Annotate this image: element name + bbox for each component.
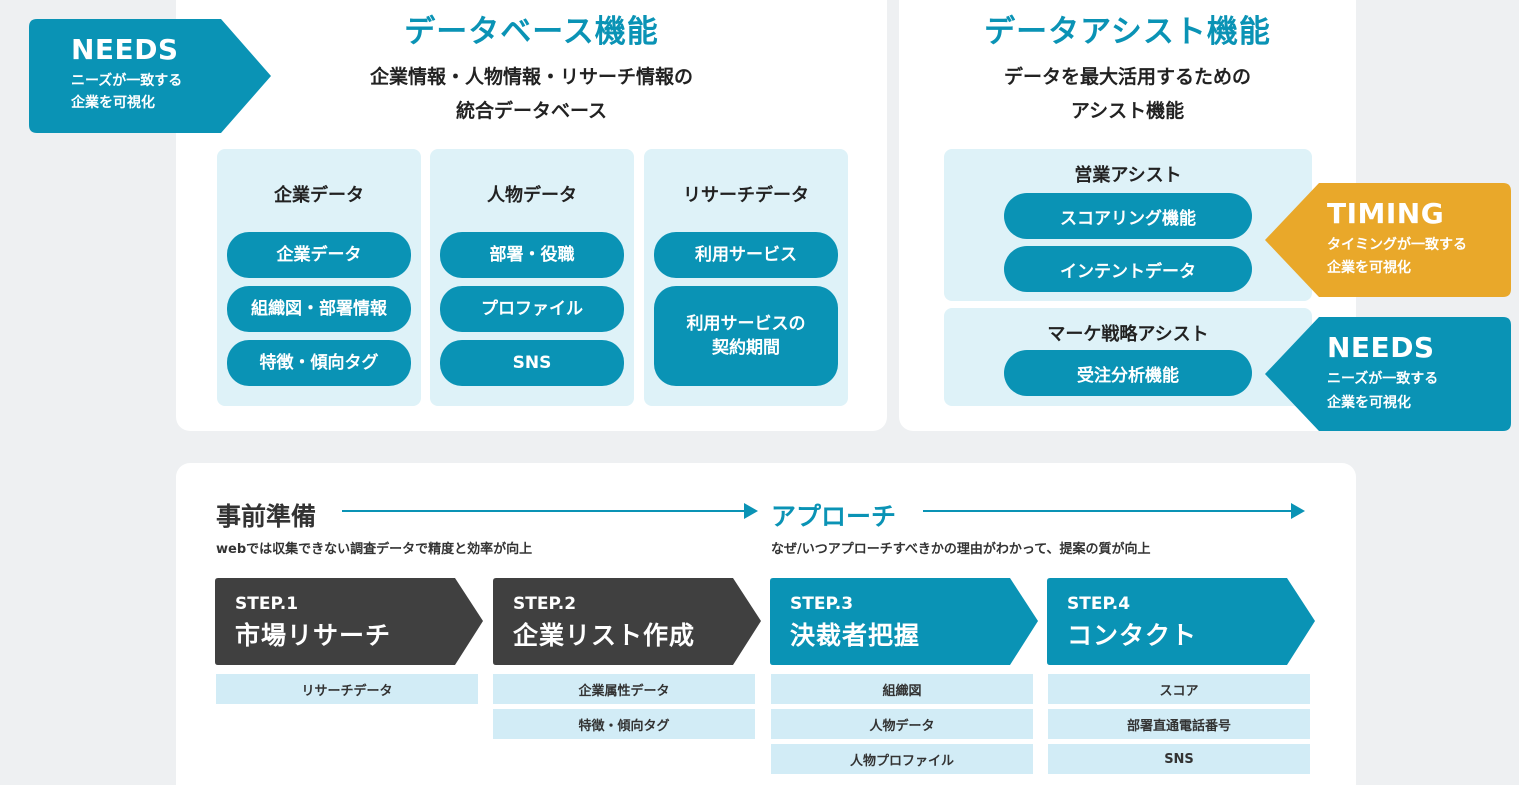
needs-tag-shape xyxy=(29,19,271,133)
assist-subtitle-1: データを最大活用するための xyxy=(1003,66,1251,88)
pill-services-used: 利用サービス xyxy=(654,232,838,278)
step-1-shape xyxy=(215,578,483,665)
column-title: 人物データ xyxy=(487,185,577,206)
prep-title: 事前準備 xyxy=(216,502,317,531)
column-company-data: 企業データ 企業データ 組織図・部署情報 特徴・傾向タグ xyxy=(217,149,421,406)
pill-line: 利用サービスの xyxy=(686,314,806,334)
needs-label: NEEDS xyxy=(1327,331,1435,364)
pill-scoring: スコアリング機能 xyxy=(1004,193,1252,239)
step-2-shape xyxy=(493,578,761,665)
step-2-item: 特徴・傾向タグ xyxy=(493,709,755,739)
pill-line: 契約期間 xyxy=(712,338,780,358)
database-panel: データベース機能 企業情報・人物情報・リサーチ情報の 統合データベース 企業デー… xyxy=(176,0,887,431)
step-3-item: 組織図 xyxy=(771,674,1033,704)
step-2-item: 企業属性データ xyxy=(493,674,755,704)
approach-description: なぜ/いつアプローチすべきかの理由がわかって、提案の質が向上 xyxy=(771,542,1151,557)
column-research-data: リサーチデータ 利用サービス 利用サービスの 契約期間 xyxy=(644,149,848,406)
pill-profile: プロファイル xyxy=(440,286,624,332)
marketing-assist-box: マーケ戦略アシスト 受注分析機能 xyxy=(944,308,1312,406)
step-4-item: 部署直通電話番号 xyxy=(1048,709,1310,739)
database-title: データベース機能 xyxy=(404,14,659,50)
needs-line-1: ニーズが一致する xyxy=(1327,371,1439,387)
step-1-name: 市場リサーチ xyxy=(235,621,392,650)
pill-contract-period: 利用サービスの 契約期間 xyxy=(654,286,838,386)
step-2: STEP.2 企業リスト作成 xyxy=(493,578,761,665)
needs-line-2: 企業を可視化 xyxy=(1327,395,1411,411)
prep-arrow-line xyxy=(342,510,744,512)
pill-sns: SNS xyxy=(440,340,624,386)
assist-subtitle-2: アシスト機能 xyxy=(1070,100,1185,122)
database-subtitle-2: 統合データベース xyxy=(455,100,608,122)
column-title: 企業データ xyxy=(274,185,364,206)
timing-line-1: タイミングが一致する xyxy=(1327,237,1467,253)
column-title: リサーチデータ xyxy=(683,185,809,206)
needs-tag-right: NEEDS ニーズが一致する 企業を可視化 xyxy=(1265,317,1511,431)
step-3-name: 決裁者把握 xyxy=(790,621,921,650)
step-2-label: STEP.2 xyxy=(513,594,577,614)
step-4-item: スコア xyxy=(1048,674,1310,704)
approach-title: アプローチ xyxy=(771,502,897,531)
step-1: STEP.1 市場リサーチ xyxy=(215,578,483,665)
assist-panel: データアシスト機能 データを最大活用するための アシスト機能 営業アシスト スコ… xyxy=(899,0,1356,431)
step-3-shape xyxy=(770,578,1038,665)
needs-line-1: ニーズが一致する xyxy=(71,73,183,89)
prep-arrow-head-icon xyxy=(744,503,758,519)
approach-arrow-head-icon xyxy=(1291,503,1305,519)
pill-intent-data: インテントデータ xyxy=(1004,246,1252,292)
database-subtitle-1: 企業情報・人物情報・リサーチ情報の xyxy=(369,66,693,88)
step-4-shape xyxy=(1047,578,1315,665)
sales-assist-title: 営業アシスト xyxy=(1074,165,1182,186)
pill-feature-tags: 特徴・傾向タグ xyxy=(227,340,411,386)
sales-assist-box: 営業アシスト スコアリング機能 インテントデータ xyxy=(944,149,1312,301)
needs-line-2: 企業を可視化 xyxy=(71,95,155,111)
timing-line-2: 企業を可視化 xyxy=(1327,260,1411,276)
pill-order-analysis: 受注分析機能 xyxy=(1004,350,1252,396)
needs-tag-left: NEEDS ニーズが一致する 企業を可視化 xyxy=(29,19,271,133)
approach-arrow-line xyxy=(923,510,1291,512)
pill-org-chart: 組織図・部署情報 xyxy=(227,286,411,332)
pill-department-role: 部署・役職 xyxy=(440,232,624,278)
step-3-label: STEP.3 xyxy=(790,594,854,614)
pill-company-data: 企業データ xyxy=(227,232,411,278)
prep-description: webでは収集できない調査データで精度と効率が向上 xyxy=(216,542,533,557)
step-4-label: STEP.4 xyxy=(1067,594,1131,614)
assist-title: データアシスト機能 xyxy=(984,14,1271,50)
needs-tag-shape xyxy=(1265,317,1511,431)
step-4-item: SNS xyxy=(1048,744,1310,774)
timing-tag-shape xyxy=(1265,183,1511,297)
step-3: STEP.3 決裁者把握 xyxy=(770,578,1038,665)
step-2-name: 企業リスト作成 xyxy=(513,621,696,650)
step-1-item: リサーチデータ xyxy=(216,674,478,704)
timing-tag: TIMING タイミングが一致する 企業を可視化 xyxy=(1265,183,1511,297)
step-4: STEP.4 コンタクト xyxy=(1047,578,1315,665)
needs-label: NEEDS xyxy=(71,33,179,66)
step-3-item: 人物データ xyxy=(771,709,1033,739)
timing-label: TIMING xyxy=(1327,197,1445,230)
step-1-label: STEP.1 xyxy=(235,594,299,614)
column-person-data: 人物データ 部署・役職 プロファイル SNS xyxy=(430,149,634,406)
marketing-assist-title: マーケ戦略アシスト xyxy=(1047,324,1209,345)
step-3-item: 人物プロファイル xyxy=(771,744,1033,774)
step-4-name: コンタクト xyxy=(1067,621,1198,650)
